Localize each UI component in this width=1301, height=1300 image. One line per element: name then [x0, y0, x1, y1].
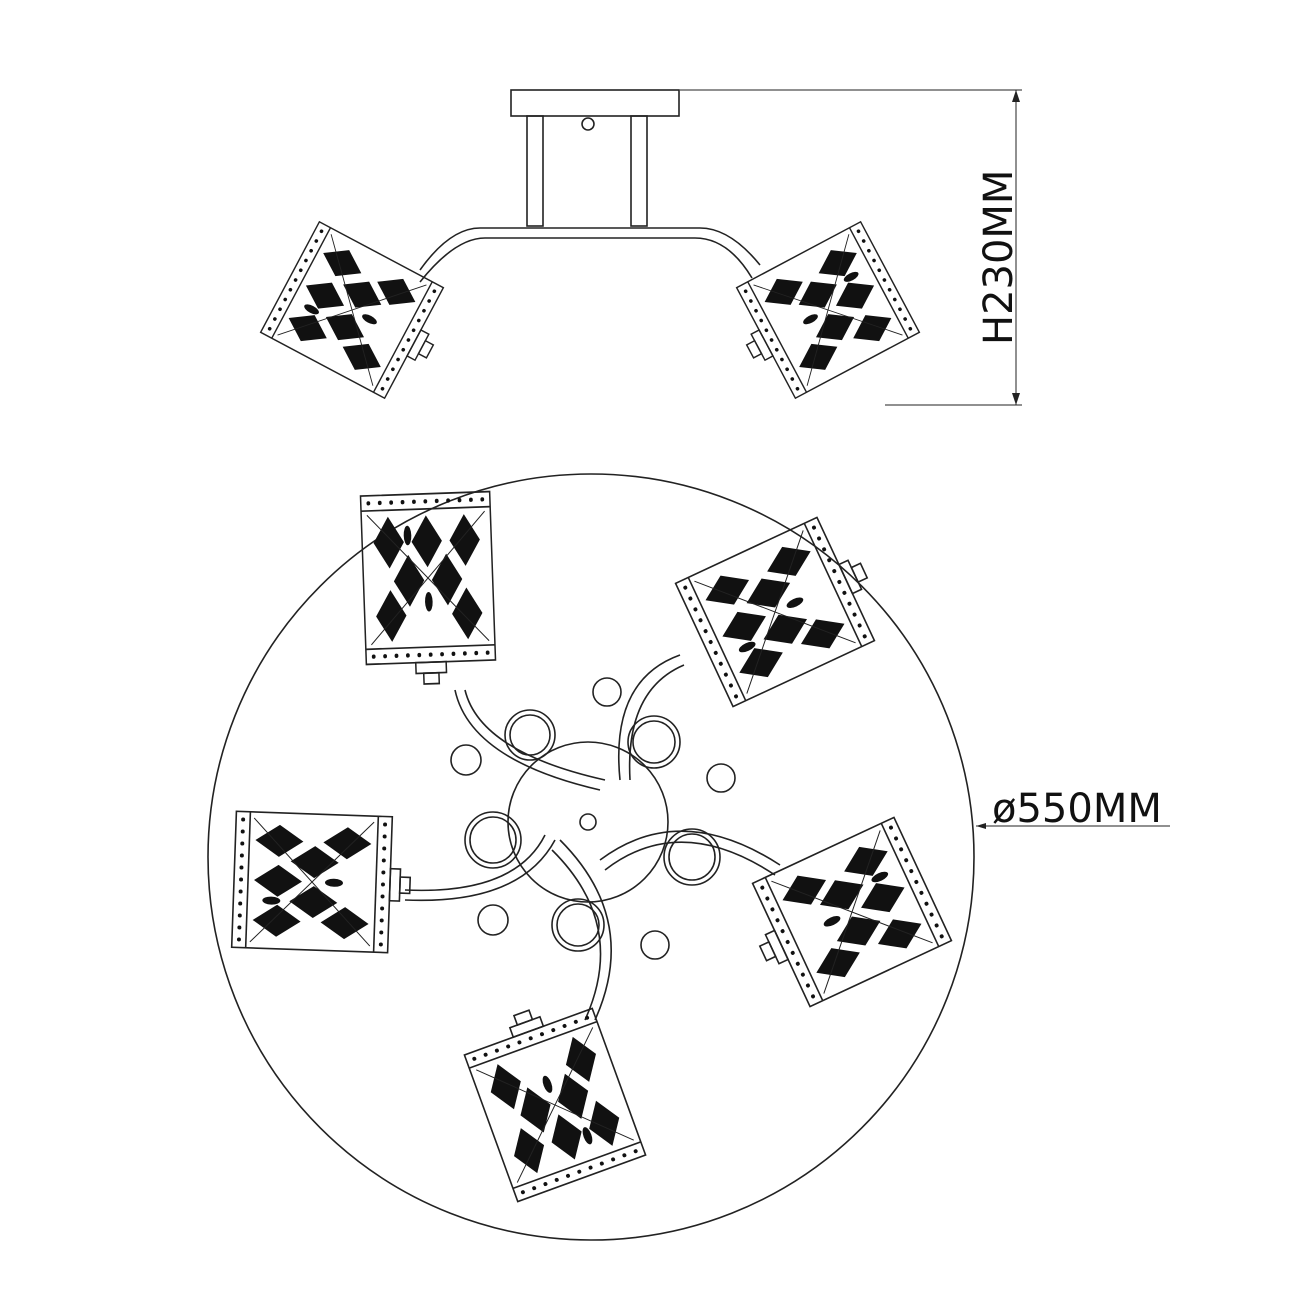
outline-circle: [207, 473, 975, 1241]
screw: [581, 117, 595, 131]
height-dimension: H230MM: [680, 89, 1022, 406]
ceiling-plate: [510, 89, 680, 117]
shade-left: [230, 810, 414, 955]
shade-upper-right: [674, 508, 894, 708]
shade-right: [720, 221, 921, 408]
side-view: [259, 89, 921, 408]
shade-left: [259, 221, 460, 408]
arms: [404, 654, 781, 1021]
decor-rings: [450, 677, 736, 960]
shade-top: [359, 490, 498, 687]
arm: [419, 227, 761, 271]
height-label: H230MM: [976, 170, 1022, 345]
shade-bottom: [456, 988, 647, 1203]
diameter-label: ø550MM: [992, 786, 1162, 832]
rod-left: [526, 115, 544, 227]
diameter-dimension: ø550MM: [976, 786, 1170, 832]
top-view: [207, 473, 975, 1241]
shade-lower-right: [733, 816, 953, 1016]
rod-right: [630, 115, 648, 227]
